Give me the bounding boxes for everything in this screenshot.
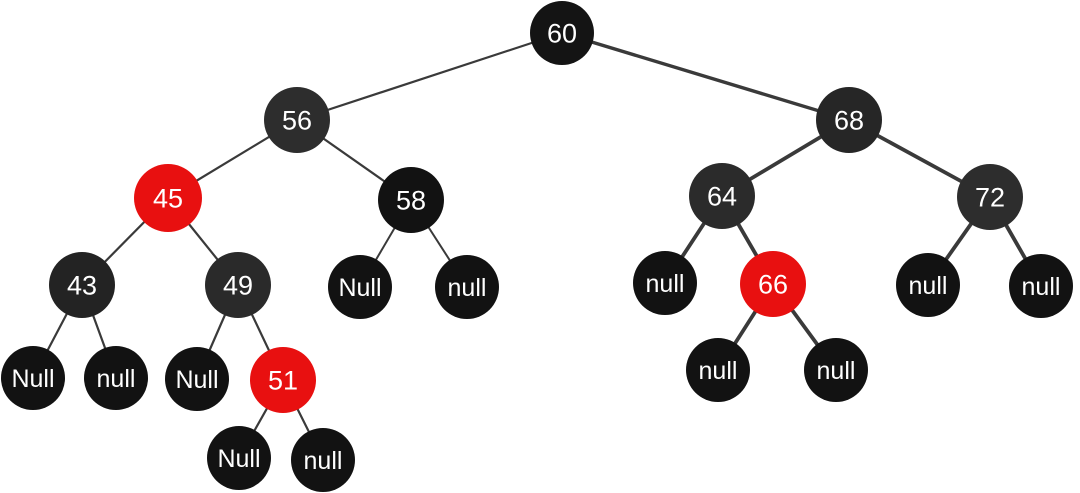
tree-edge-n60-n56: [295, 31, 564, 122]
red-node-circle: [134, 164, 202, 232]
black-node-circle: [84, 346, 148, 410]
tree-node-null-43-r: null: [84, 346, 148, 410]
black-node-circle: [207, 426, 271, 490]
tree-node-null-49-l: Null: [165, 347, 229, 411]
tree-node-null-64-l: null: [633, 251, 697, 315]
tree-node-n72: 72: [957, 164, 1023, 230]
red-node-circle: [740, 251, 806, 317]
tree-node-null-66-l: null: [686, 338, 750, 402]
tree-node-n68: 68: [816, 87, 882, 153]
tree-node-n43: 43: [49, 252, 115, 318]
black-node-circle: [896, 253, 960, 317]
black-node-circle: [328, 255, 392, 319]
tree-node-n49: 49: [205, 252, 271, 318]
black-node-circle: [165, 347, 229, 411]
tree-node-null-72-l: null: [896, 253, 960, 317]
tree-node-n56: 56: [264, 87, 330, 153]
tree-node-n66: 66: [740, 251, 806, 317]
tree-node-null-51-l: Null: [207, 426, 271, 490]
tree-node-n64: 64: [689, 163, 755, 229]
black-node-circle: [689, 163, 755, 229]
red-node-circle: [250, 347, 316, 413]
tree-node-n51: 51: [250, 347, 316, 413]
black-node-circle: [816, 87, 882, 153]
black-node-circle: [633, 251, 697, 315]
black-node-circle: [49, 252, 115, 318]
tree-node-n45: 45: [134, 164, 202, 232]
black-node-circle: [378, 167, 444, 233]
black-node-circle: [435, 255, 499, 319]
black-node-circle: [264, 87, 330, 153]
black-node-circle: [1009, 254, 1073, 318]
black-node-circle: [686, 338, 750, 402]
tree-node-null-43-l: Null: [1, 346, 65, 410]
black-node-circle: [804, 338, 868, 402]
tree-node-null-58-r: null: [435, 255, 499, 319]
tree-node-n60: 60: [530, 1, 594, 65]
tree-node-null-51-r: null: [291, 428, 355, 492]
tree-node-null-58-l: Null: [328, 255, 392, 319]
tree-node-null-66-r: null: [804, 338, 868, 402]
black-node-circle: [530, 1, 594, 65]
tree-node-n58: 58: [378, 167, 444, 233]
tree-node-null-72-r: null: [1009, 254, 1073, 318]
black-node-circle: [1, 346, 65, 410]
tree-edge-n60-n68: [560, 31, 851, 122]
black-node-circle: [291, 428, 355, 492]
black-node-circle: [957, 164, 1023, 230]
black-node-circle: [205, 252, 271, 318]
